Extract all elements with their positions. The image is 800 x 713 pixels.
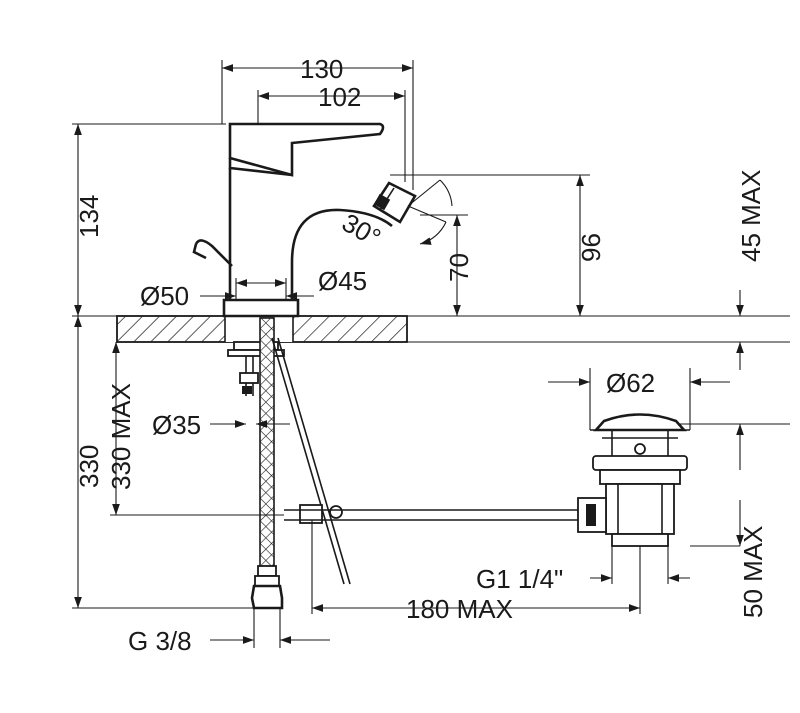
extension-lines xyxy=(72,60,790,648)
label-aerator-angle: 30° xyxy=(337,207,386,253)
faucet-body xyxy=(192,122,417,318)
dimension-lines xyxy=(74,64,744,644)
label-hose-thread: G 3/8 xyxy=(128,626,192,656)
label-spout-reach: 102 xyxy=(318,82,361,112)
flexible-hose xyxy=(250,317,284,610)
label-hose-length: 330 xyxy=(74,445,104,488)
label-waste-diameter: Ø62 xyxy=(606,368,655,398)
label-rod-length-max: 180 MAX xyxy=(406,594,513,624)
aerator xyxy=(372,181,417,224)
label-width-total: 130 xyxy=(300,54,343,84)
label-hose-max: 330 MAX xyxy=(106,383,136,490)
waste-assembly xyxy=(577,413,690,547)
label-deck-max: 45 MAX xyxy=(736,170,766,263)
label-waste-height-max: 50 MAX xyxy=(738,526,768,619)
mounting-shank xyxy=(227,341,285,396)
label-spout-height: 96 xyxy=(576,233,606,262)
popup-rod xyxy=(271,337,582,585)
label-aerator-offset: 70 xyxy=(444,253,474,282)
label-shank-diameter: Ø45 xyxy=(318,266,367,296)
label-hole-diameter: Ø35 xyxy=(152,410,201,440)
dimension-labels: 130 102 134 96 70 30° 45 MAX Ø50 Ø45 Ø35… xyxy=(74,54,768,656)
label-base-diameter: Ø50 xyxy=(140,281,189,311)
label-waste-thread: G1 1/4" xyxy=(476,564,563,594)
label-height-total: 134 xyxy=(74,195,104,238)
